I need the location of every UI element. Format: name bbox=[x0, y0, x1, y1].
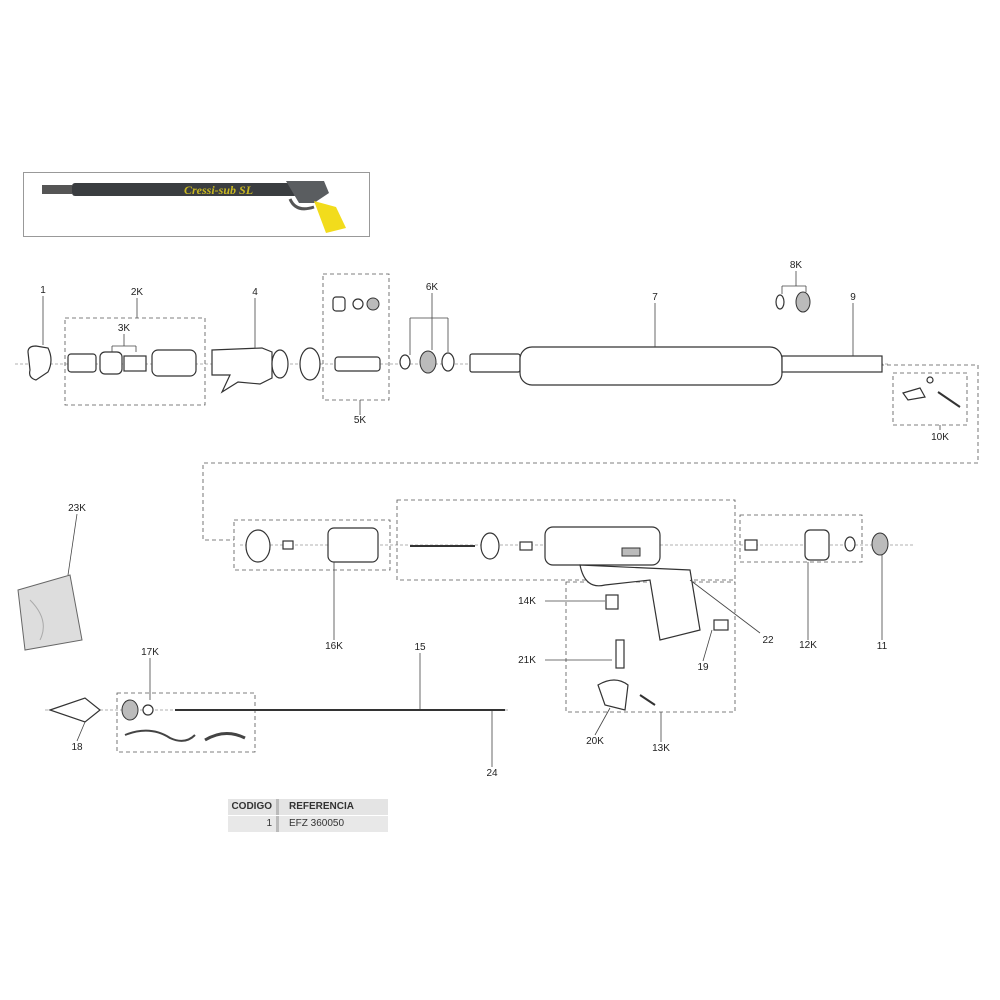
label-2k: 2K bbox=[131, 287, 144, 298]
group-box-5k bbox=[322, 273, 390, 401]
part-handle-body bbox=[544, 526, 701, 641]
part-17k-components bbox=[121, 699, 246, 742]
label-4: 4 bbox=[252, 287, 258, 298]
label-21k: 21K bbox=[518, 655, 536, 666]
part-6k-components bbox=[399, 350, 455, 374]
label-6k: 6K bbox=[426, 282, 439, 293]
group-box-2k bbox=[64, 317, 206, 406]
part-11-cap bbox=[871, 532, 889, 556]
label-5k: 5K bbox=[354, 415, 367, 426]
label-3k: 3K bbox=[118, 323, 131, 334]
label-7: 7 bbox=[652, 292, 658, 303]
part-13k-trigger bbox=[597, 594, 729, 711]
cell-referencia: EFZ 360050 bbox=[289, 818, 345, 829]
part-1-muzzle-cap bbox=[27, 345, 52, 381]
label-19: 19 bbox=[697, 662, 709, 673]
leader-lines bbox=[42, 271, 941, 767]
label-23k: 23K bbox=[68, 503, 86, 514]
group-box-17k bbox=[116, 692, 256, 753]
connector-line bbox=[202, 364, 979, 541]
header-codigo: CODIGO bbox=[228, 799, 279, 815]
label-24: 24 bbox=[486, 768, 498, 779]
label-12k: 12K bbox=[799, 640, 817, 651]
part-7-barrel-air-chamber bbox=[469, 346, 883, 386]
header-referencia: REFERENCIA bbox=[289, 801, 355, 812]
label-11: 11 bbox=[877, 641, 888, 652]
part-4-head bbox=[211, 347, 321, 394]
label-17k: 17K bbox=[141, 647, 159, 658]
part-8k-components bbox=[775, 291, 811, 313]
group-box-10k bbox=[892, 372, 968, 426]
table-header: CODIGO REFERENCIA bbox=[228, 799, 388, 816]
group-box-13k bbox=[565, 581, 736, 713]
table-row: 1 EFZ 360050 bbox=[228, 816, 388, 832]
part-3k-components bbox=[67, 349, 197, 377]
group-box-main bbox=[396, 499, 736, 581]
label-13k: 13K bbox=[652, 743, 670, 754]
part-10k-components bbox=[902, 376, 961, 408]
part-16k-components bbox=[245, 527, 379, 563]
brand-logo-text: Cressi-sub SL bbox=[184, 183, 253, 197]
parts-table: CODIGO REFERENCIA 1 EFZ 360050 bbox=[228, 799, 388, 832]
speargun-photo: Cressi-sub SL bbox=[42, 181, 346, 233]
label-8k: 8K bbox=[790, 260, 803, 271]
label-22: 22 bbox=[762, 635, 774, 646]
label-9: 9 bbox=[850, 292, 856, 303]
label-20k: 20K bbox=[586, 736, 604, 747]
part-18-harpoon-tip bbox=[48, 697, 101, 723]
part-main-components bbox=[410, 532, 533, 560]
part-23k-bag bbox=[17, 574, 83, 651]
label-18: 18 bbox=[71, 742, 83, 753]
label-1: 1 bbox=[40, 285, 46, 296]
part-5k-components bbox=[332, 296, 381, 372]
label-14k: 14K bbox=[518, 596, 536, 607]
part-12k-components bbox=[744, 529, 856, 561]
product-photo: Cressi-sub SL bbox=[23, 172, 370, 237]
cell-codigo: 1 bbox=[228, 816, 279, 832]
group-box-16k bbox=[233, 519, 391, 571]
label-10k: 10K bbox=[931, 432, 949, 443]
group-box-12k bbox=[739, 514, 863, 563]
label-15: 15 bbox=[414, 642, 426, 653]
label-16k: 16K bbox=[325, 641, 343, 652]
